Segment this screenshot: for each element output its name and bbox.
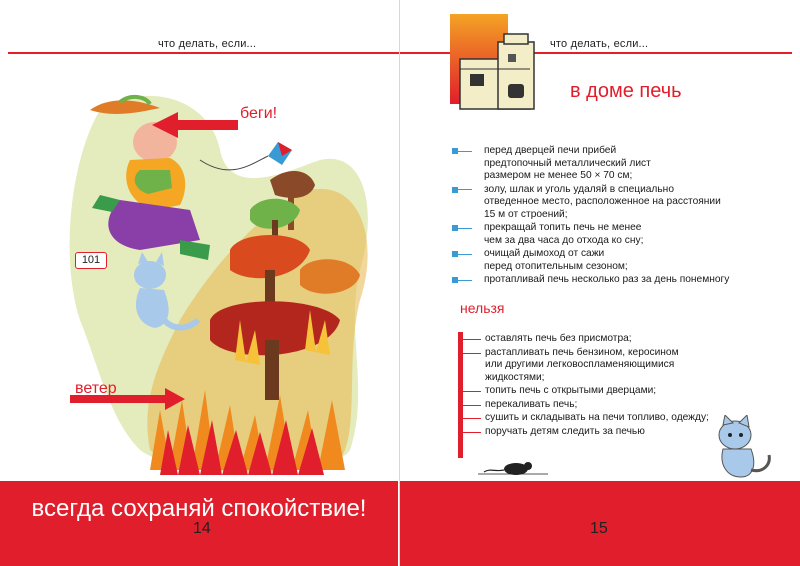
kite-icon [199, 142, 292, 171]
item-text: прекращай топить печь не менее чем за дв… [484, 222, 644, 246]
section-title: в доме печь [570, 80, 682, 102]
cat-icon [134, 252, 201, 331]
list-item: сушить и складывать на печи топливо, оде… [458, 412, 798, 425]
arrow-icon [152, 112, 238, 138]
dash-icon [463, 404, 481, 406]
item-text: перекаливать печь; [485, 398, 578, 410]
item-text: перед дверцей печи прибей предтопочный м… [484, 145, 651, 181]
forbid-title: нельзя [460, 300, 505, 316]
item-text: растапливать печь бензином, керосином ил… [485, 346, 679, 383]
right-page: что делать, если... в доме печь перед дв… [400, 0, 800, 566]
list-item: оставлять печь без присмотра; [458, 333, 798, 346]
tree-icon [210, 170, 360, 400]
bullet-icon [452, 186, 472, 193]
page-number: 15 [590, 520, 608, 537]
list-item: протапливай печь несколько раз за день п… [452, 274, 797, 287]
footer-band [400, 481, 800, 566]
bullet-icon [452, 148, 472, 154]
header-rule [400, 52, 792, 54]
forbid-list: оставлять печь без присмотра; растаплива… [458, 333, 798, 439]
scene-art [69, 95, 368, 475]
stove-art [450, 14, 535, 110]
item-text: золу, шлак и уголь удаляй в специально о… [484, 183, 721, 220]
do-list: перед дверцей печи прибей предтопочный м… [452, 145, 797, 288]
page-number: 14 [193, 520, 211, 537]
dash-icon [463, 352, 481, 354]
item-text: оставлять печь без присмотра; [485, 333, 632, 344]
header-rule [8, 52, 400, 54]
left-page: что делать, если... [0, 38, 400, 566]
callout-run: беги! [240, 105, 278, 122]
forbid-bar [458, 332, 463, 458]
bullet-icon [452, 251, 472, 257]
running-head: что делать, если... [158, 38, 257, 50]
list-item: топить печь с открытыми дверцами; [458, 385, 798, 398]
slogan: всегда сохраняй спокойствие! [31, 495, 367, 522]
list-item: перед дверцей печи прибей предтопочный м… [452, 145, 797, 183]
item-text: топить печь с открытыми дверцами; [485, 385, 657, 396]
footer-band [0, 481, 398, 566]
item-text: протапливай печь несколько раз за день п… [484, 274, 730, 285]
fire-escape-illustration [60, 70, 400, 480]
list-item: растапливать печь бензином, керосином ил… [458, 347, 798, 385]
callout-wind: ветер [75, 380, 117, 397]
fire-icon [150, 310, 345, 475]
dash-icon [463, 339, 481, 340]
emergency-number-tag: 101 [75, 252, 107, 269]
list-item: поручать детям следить за печью [458, 426, 798, 439]
dash-icon [463, 431, 481, 433]
item-text: сушить и складывать на печи топливо, оде… [485, 412, 709, 423]
mouse-icon [478, 456, 548, 478]
cat-icon [705, 413, 775, 481]
list-item: перекаливать печь; [458, 399, 798, 412]
item-text: поручать детям следить за печью [485, 425, 645, 437]
item-text: очищай дымоход от сажи перед отопительны… [484, 248, 628, 272]
stove-icon [450, 14, 570, 124]
running-head: что делать, если... [550, 38, 649, 50]
list-item: золу, шлак и уголь удаляй в специально о… [452, 184, 797, 222]
bullet-icon [452, 225, 472, 231]
dash-icon [463, 391, 481, 392]
bullet-icon [452, 277, 472, 283]
list-item: прекращай топить печь не менее чем за дв… [452, 222, 797, 247]
running-man-icon [92, 122, 210, 260]
wind-arrow-icon [70, 388, 185, 410]
list-item: очищай дымоход от сажи перед отопительны… [452, 248, 797, 273]
dash-icon [463, 418, 481, 419]
lizard-icon [90, 95, 160, 114]
